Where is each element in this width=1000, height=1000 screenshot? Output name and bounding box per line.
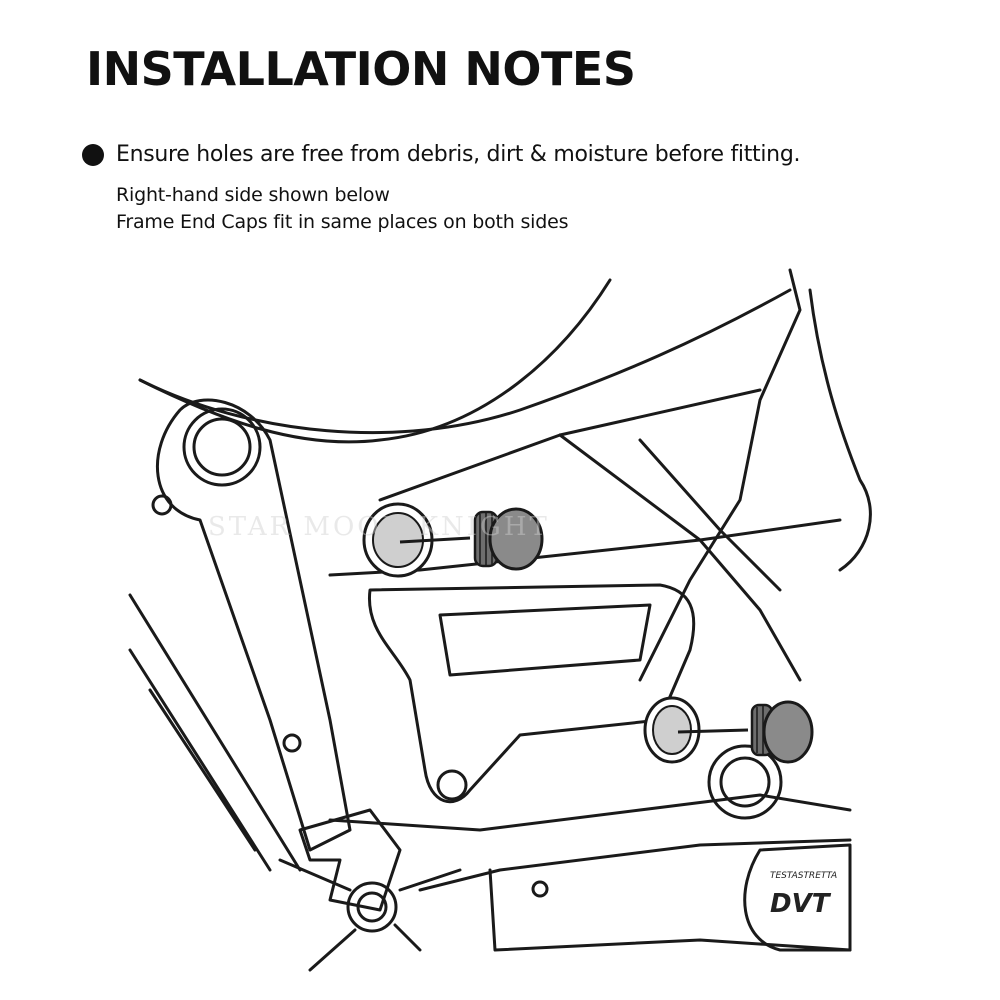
- subframe-mid: [328, 518, 842, 577]
- lower-end-cap: [750, 700, 814, 764]
- frame-diagram: TESTASTRETTA DVT STAR MOON KNIGHT: [128, 268, 872, 972]
- footpeg-bracket: [298, 808, 402, 912]
- subframe-lower: [378, 388, 762, 502]
- linkage-plate: [156, 398, 352, 852]
- lower-hole: [652, 705, 692, 755]
- pivot-outer: [182, 407, 262, 487]
- small-bolt-3: [531, 880, 549, 898]
- lower-rail-3: [488, 868, 852, 952]
- watermark: STAR MOON KNIGHT: [208, 512, 550, 542]
- upper-guide-line: [399, 536, 471, 544]
- sub-note-2: Frame End Caps fit in same places on bot…: [116, 211, 569, 233]
- subframe-rear: [808, 288, 872, 572]
- small-bolt-2: [282, 733, 302, 753]
- arm-1: [128, 593, 302, 872]
- lower-rail-2: [418, 838, 852, 892]
- bullet-note: Ensure holes are free from debris, dirt …: [82, 142, 800, 167]
- upper-end-cap: [473, 507, 544, 571]
- bullet-text: Ensure holes are free from debris, dirt …: [116, 142, 801, 167]
- footpeg-pivot-outer: [346, 881, 398, 933]
- pivot-inner: [192, 417, 252, 477]
- side-cover-inset: [438, 603, 652, 677]
- rear-pivot-outer: [707, 744, 783, 820]
- lower-rail: [328, 793, 852, 832]
- arm-2: [128, 648, 272, 872]
- cover-bolt: [436, 769, 468, 801]
- footpeg-spokes: [278, 858, 462, 972]
- subframe-diag: [558, 433, 802, 682]
- engine-badge-outline: [743, 843, 852, 952]
- subframe-top: [638, 268, 802, 682]
- tank-outline: [138, 278, 612, 444]
- engine-badge-top: TESTASTRETTA: [770, 871, 837, 881]
- page-title: INSTALLATION NOTES: [86, 42, 636, 96]
- arm-3: [148, 688, 257, 852]
- sub-note-1: Right-hand side shown below: [116, 184, 390, 206]
- lower-guide-line: [677, 728, 749, 734]
- side-cover: [367, 583, 696, 804]
- subframe-strut: [638, 438, 782, 592]
- rear-pivot-inner: [719, 756, 771, 808]
- footpeg-pivot-inner: [356, 891, 388, 923]
- bullet-dot-icon: [82, 143, 104, 166]
- engine-badge-main: DVT: [770, 889, 832, 919]
